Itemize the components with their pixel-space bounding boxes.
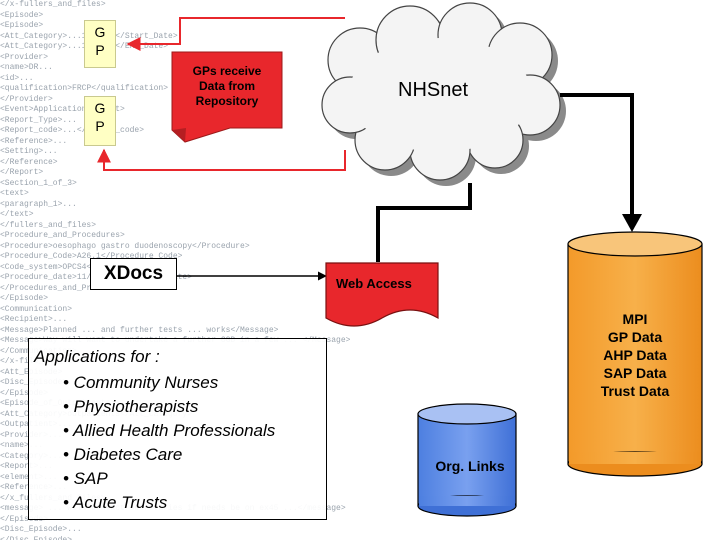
repository-line: AHP Data [603, 347, 667, 363]
repository-cylinder [567, 231, 703, 477]
repository-line: GP Data [607, 329, 663, 345]
applications-title: Applications for : [34, 347, 160, 366]
nhsnet-label: NHSnet [398, 79, 469, 101]
application-item: • Acute Trusts [63, 493, 168, 512]
gp-note-text: GPs receive Data from Repository [176, 64, 278, 109]
gp-box-bottom: G P [84, 96, 116, 146]
org-links-label: Org. Links [435, 458, 505, 474]
gp-box-bottom-line2: P [95, 118, 105, 134]
web-access-shape [325, 262, 439, 327]
gp-box-top-line2: P [95, 42, 105, 58]
connector-webaccess-cloud [376, 183, 472, 262]
application-item: • Allied Health Professionals [63, 421, 276, 440]
application-item: • Diabetes Care [63, 445, 183, 464]
gp-box-bottom-line1: G [94, 100, 106, 116]
repository-line: MPI [622, 311, 648, 327]
cloud-fill [348, 38, 532, 152]
note-line-3: Repository [195, 94, 259, 108]
gp-box-top: G P [84, 20, 116, 68]
web-access-label: Web Access [336, 276, 412, 291]
repository-contents: MPI GP Data AHP Data SAP Data Trust Data [575, 310, 695, 400]
note-fold [172, 128, 186, 142]
application-item: • SAP [63, 469, 108, 488]
repository-line: SAP Data [603, 365, 667, 381]
note-line-1: GPs receive [192, 64, 262, 78]
repository-line: Trust Data [600, 383, 670, 399]
arrow-to-gp-top [126, 17, 345, 51]
application-item: • Physiotherapists [63, 397, 199, 416]
arrow-cloud-to-repository [560, 93, 634, 222]
arrow-to-gp-bottom [97, 148, 346, 171]
applications-box: Applications for : • Community Nurses • … [28, 338, 327, 520]
application-item: • Community Nurses [63, 373, 219, 392]
arrowhead-repository [622, 214, 642, 232]
xdocs-box: XDocs [90, 258, 177, 290]
gp-box-top-line1: G [94, 24, 106, 40]
org-links-cylinder [417, 403, 517, 517]
note-line-2: Data from [198, 79, 255, 93]
